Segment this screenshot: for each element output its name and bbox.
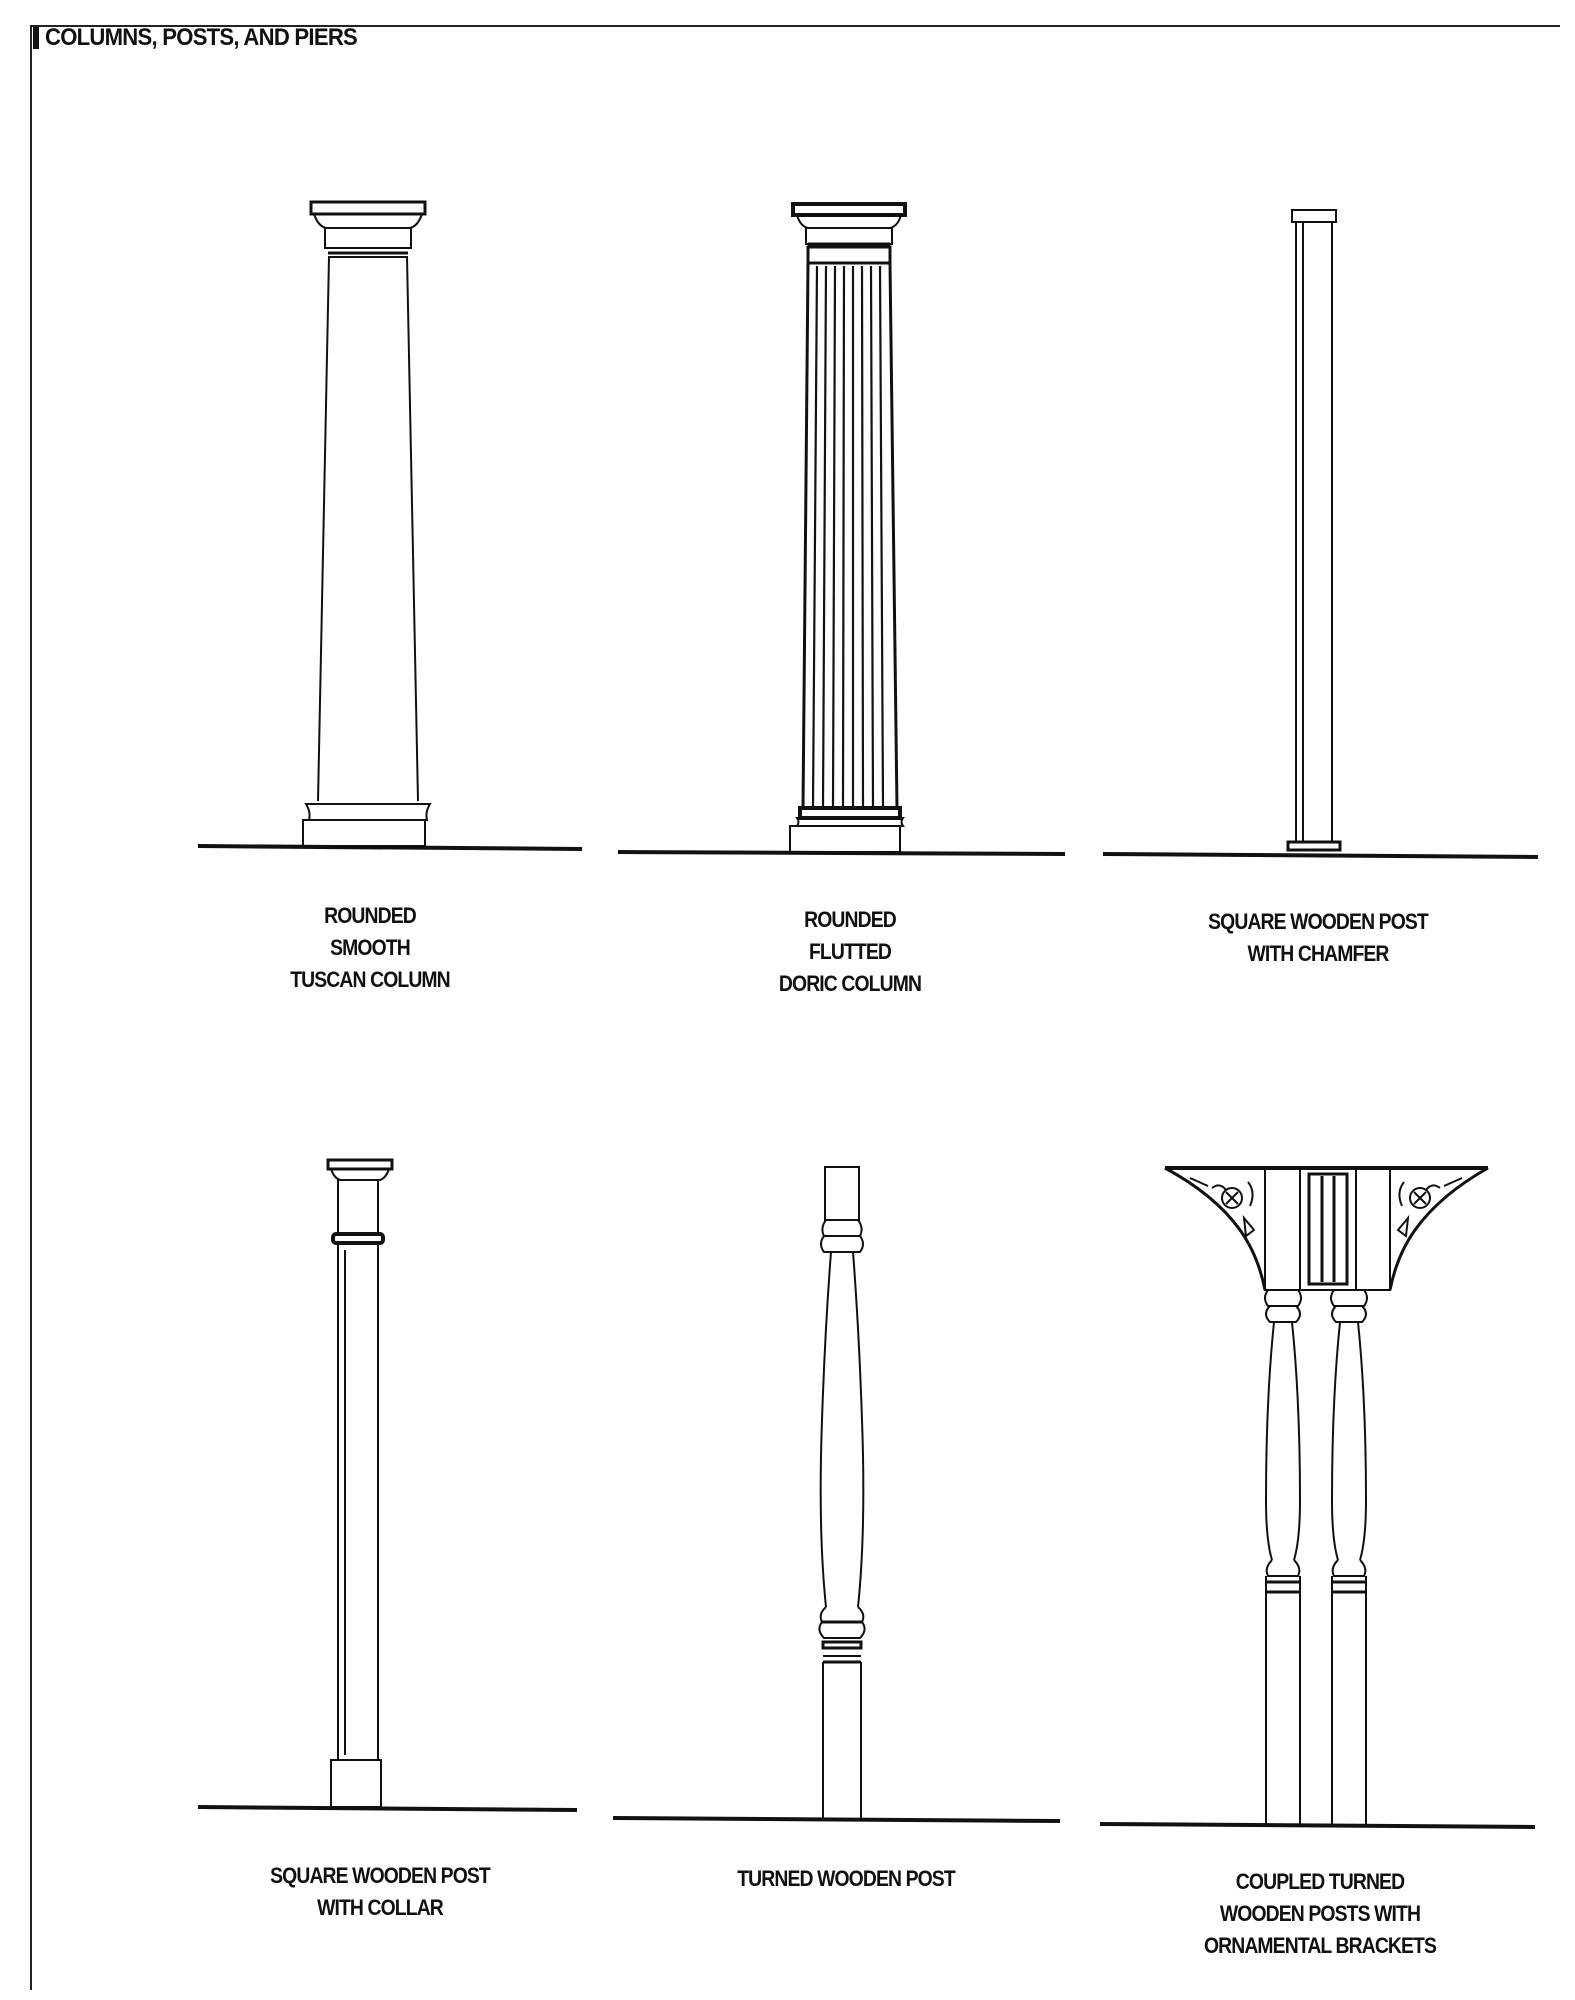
caption-collared-post: SQUARE WOODEN POST WITH COLLAR — [270, 1863, 491, 1920]
caption-turned-post: TURNED WOODEN POST — [737, 1866, 955, 1891]
sheet-top-rule — [30, 25, 1560, 27]
coupled-posts-brackets-icon — [1099, 1166, 1536, 1829]
section-marker — [33, 27, 39, 49]
turned-post-icon — [612, 1166, 1061, 1823]
caption-tuscan-column: ROUNDED SMOOTH TUSCAN COLUMN — [290, 903, 450, 992]
caption-chamfered-post: SQUARE WOODEN POST WITH CHAMFER — [1208, 909, 1429, 966]
collared-post-icon — [197, 1158, 578, 1812]
sheet-left-rule — [30, 25, 32, 1990]
page-title: COLUMNS, POSTS, AND PIERS — [45, 24, 358, 51]
caption-coupled-posts: COUPLED TURNED WOODEN POSTS WITH ORNAMEN… — [1203, 1869, 1437, 1958]
tuscan-column-icon — [197, 200, 583, 851]
chamfered-post-icon — [1102, 209, 1539, 859]
caption-doric-column: ROUNDED FLUTTED DORIC COLUMN — [778, 907, 922, 996]
doric-column-icon — [617, 202, 1066, 856]
